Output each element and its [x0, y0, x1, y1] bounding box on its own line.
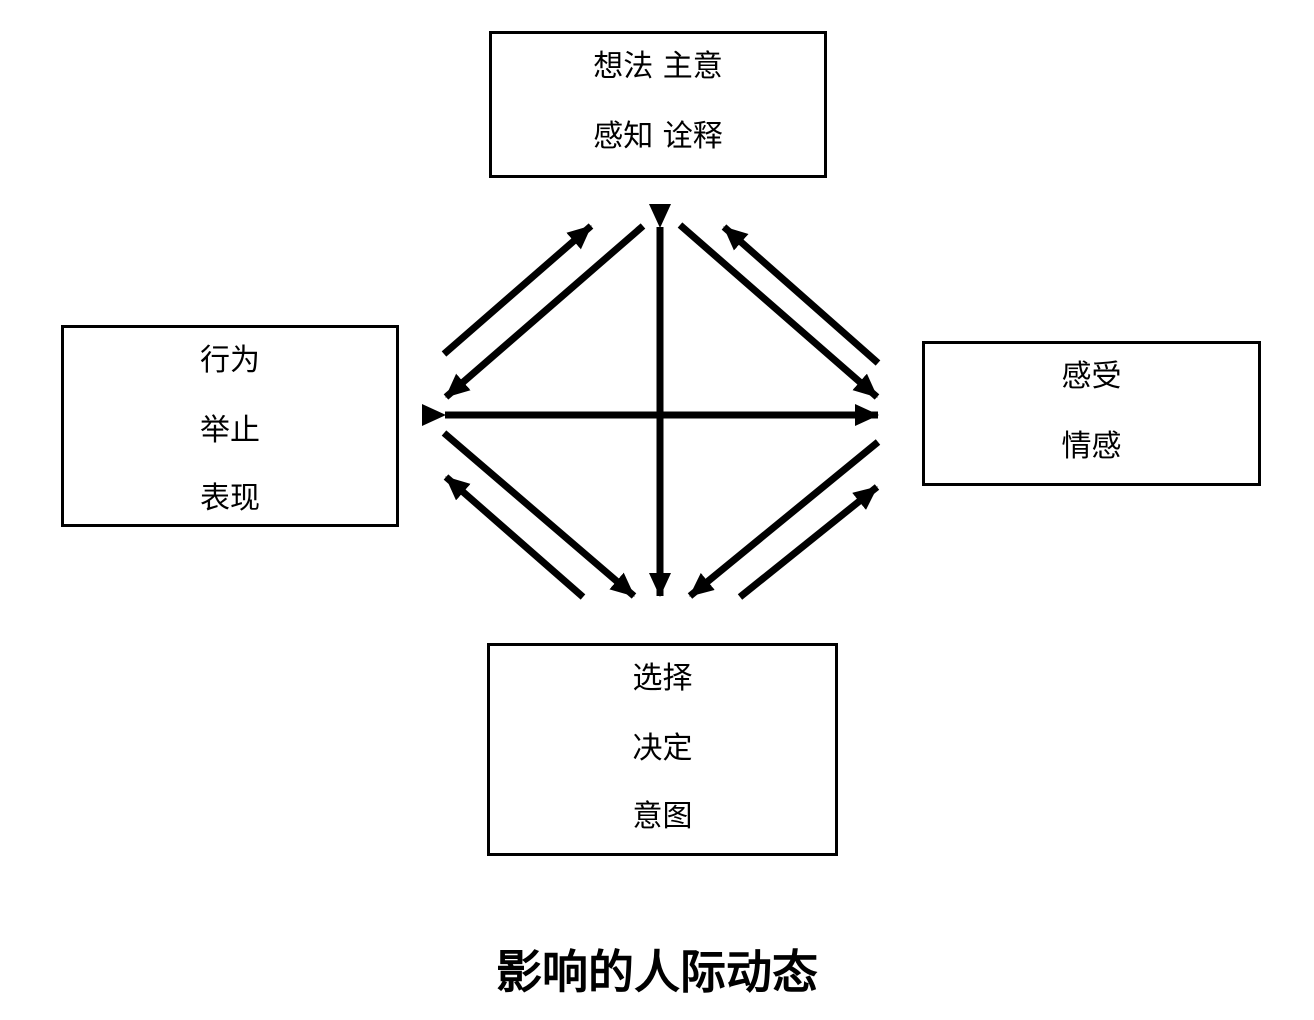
arrow-choices-to-behavior	[443, 474, 586, 600]
node-behavior-line-3: 表现	[200, 481, 260, 516]
arrow-choices-to-feelings	[737, 484, 880, 600]
arrow-behavior-to-choices	[441, 430, 637, 599]
arrow-feelings-to-thoughts	[721, 224, 881, 366]
node-behavior-line-1: 行为	[200, 343, 260, 378]
diagram-title: 影响的人际动态	[496, 945, 818, 999]
node-choices: 选择 决定 意图	[487, 643, 838, 856]
node-thoughts-line-2: 感知 诠释	[593, 119, 723, 154]
node-feelings-line-2: 情感	[1061, 429, 1122, 464]
node-choices-line-2: 决定	[632, 731, 693, 766]
node-choices-line-3: 意图	[632, 799, 693, 834]
node-feelings: 感受 情感	[922, 341, 1261, 486]
node-choices-line-1: 选择	[632, 661, 693, 696]
node-thoughts: 想法 主意 感知 诠释	[489, 31, 827, 178]
arrow-thoughts-to-feelings	[677, 222, 880, 400]
node-behavior: 行为 举止 表现	[61, 325, 399, 527]
node-thoughts-line-1: 想法 主意	[593, 49, 723, 84]
node-feelings-line-1: 感受	[1061, 359, 1122, 394]
arrow-thoughts-to-behavior	[443, 223, 646, 400]
arrow-feelings-to-choices	[687, 439, 881, 599]
node-behavior-line-2: 举止	[200, 413, 260, 448]
arrow-behavior-to-thoughts	[441, 223, 594, 357]
